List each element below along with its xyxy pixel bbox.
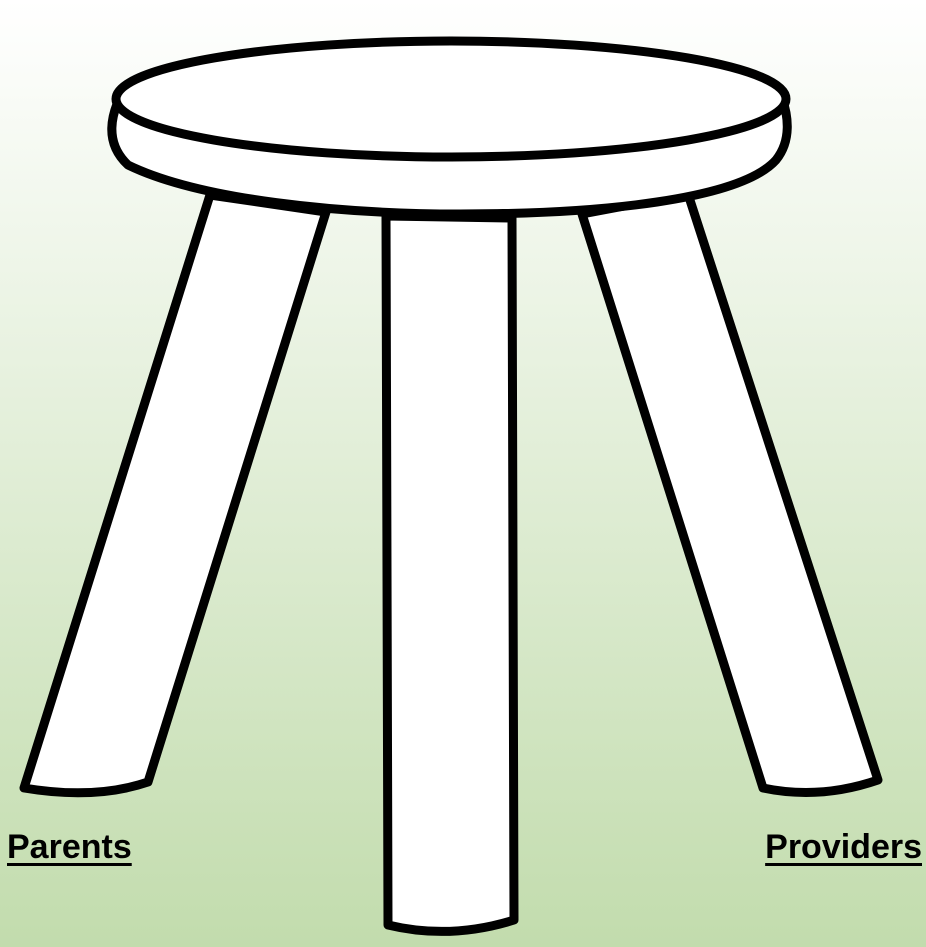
label-providers: Providers [765, 830, 922, 864]
stool-leg-center [386, 216, 514, 931]
label-parents: Parents [7, 830, 132, 864]
stool-seat-top [116, 41, 786, 157]
